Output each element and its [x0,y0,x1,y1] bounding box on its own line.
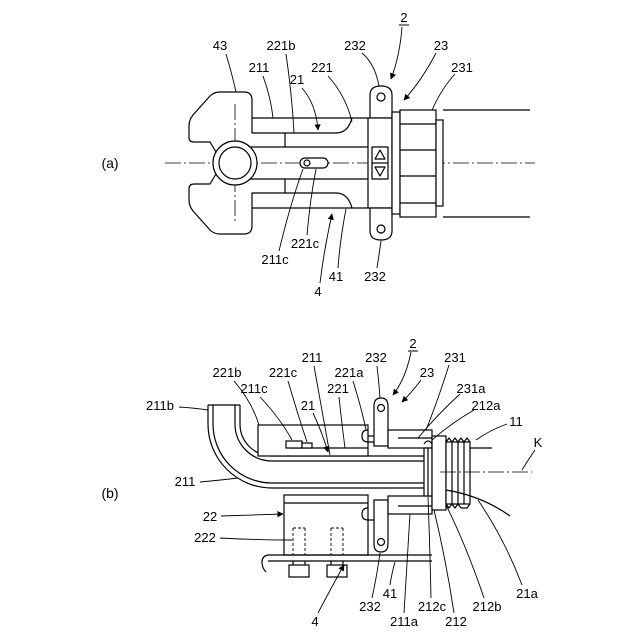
leader-line-11 [476,424,507,440]
label-211-top: 211 [302,350,323,365]
label-221c: 221c [269,365,298,380]
label-41: 41 [329,269,343,284]
label-231: 231 [444,350,466,365]
leader-line-232-top [362,53,379,86]
label-222: 222 [194,530,216,545]
leader-line-211-left [200,478,238,482]
label-232-top: 232 [365,350,387,365]
leader-line-41 [338,209,346,268]
assembly-ref-label: 2 [400,10,407,25]
label-221b: 221b [213,365,242,380]
assembly-ref-label: 2 [409,336,416,351]
label-232-bottom: 232 [359,599,381,614]
leader-line-232-bottom [377,241,381,268]
hex-nut [400,110,436,217]
figure-a-caption: (a) [101,155,118,171]
leader-line-43 [226,54,236,92]
leader-line-221b [286,54,294,133]
label-211: 211 [249,60,270,75]
leader-line-221 [328,76,352,122]
leader-line-232-bottom [372,553,380,598]
leader-line-211a [404,514,410,613]
figure-a: (a) 2 43 221b [101,10,535,299]
label-21: 21 [301,398,315,413]
label-212: 212 [445,614,467,629]
bolt-right-head [327,565,347,577]
bolt-left-head [289,565,309,577]
label-211a: 211a [390,614,419,629]
leader-line-21 [302,88,318,130]
figure-b-caption: (b) [101,485,118,501]
label-4: 4 [314,284,321,299]
leader-line-22 [221,514,283,516]
connector-body-lower [388,496,432,514]
nut-collar [436,120,443,206]
clip-upper-arm [374,398,388,446]
leader-line-23 [404,53,436,100]
leader-line-21a [478,500,522,585]
label-23: 23 [434,38,448,53]
leader-line-232-top [377,366,380,398]
leader-line-211 [263,76,273,118]
label-23: 23 [420,365,434,380]
label-4: 4 [311,614,318,629]
coupling-flange [432,436,446,510]
label-211c: 211c [240,381,268,396]
label-212b: 212b [473,599,502,614]
leader-line-222 [220,538,292,540]
figure-b: (b) [101,336,542,629]
label-212c: 212c [418,599,447,614]
upper-housing [258,425,368,456]
label-22: 22 [203,509,217,524]
connector-body-upper [388,430,432,448]
leader-line-211b [179,407,208,410]
label-221b: 221b [267,38,296,53]
leader-line-212b [446,505,484,598]
label-21a: 21a [516,586,538,601]
label-232-bottom: 232 [364,269,386,284]
leader-line-41 [390,562,395,585]
label-211-left: 211 [175,474,196,489]
leader-line-2 [393,352,411,395]
label-231a: 231a [457,381,487,396]
label-221a: 221a [335,365,365,380]
label-21: 21 [290,72,304,87]
label-211b: 211b [146,398,174,413]
label-212a: 212a [472,398,502,413]
pipe-edges [443,110,530,217]
label-K: K [534,435,543,450]
leader-line-221a [353,381,366,430]
pipe-pin [286,441,302,448]
leader-line-2 [391,27,402,79]
clip-lower-arm [374,500,388,552]
clip-top-tab [370,86,392,118]
connector-body [392,112,400,214]
lower-housing [284,495,368,555]
label-231: 231 [451,60,473,75]
label-221: 221 [327,381,349,396]
housing-pin [302,443,312,448]
label-221c: 221c [291,236,320,251]
clip-bottom-tab [370,208,392,240]
label-43: 43 [213,38,227,53]
leader-line-K [522,450,535,470]
label-221: 221 [311,60,333,75]
leader-line-23 [402,380,421,402]
label-11: 11 [509,414,523,429]
leader-line-212 [434,510,454,613]
label-41: 41 [383,586,397,601]
leader-line-231 [432,74,455,110]
label-232-top: 232 [344,38,366,53]
label-211c: 211c [261,252,289,267]
